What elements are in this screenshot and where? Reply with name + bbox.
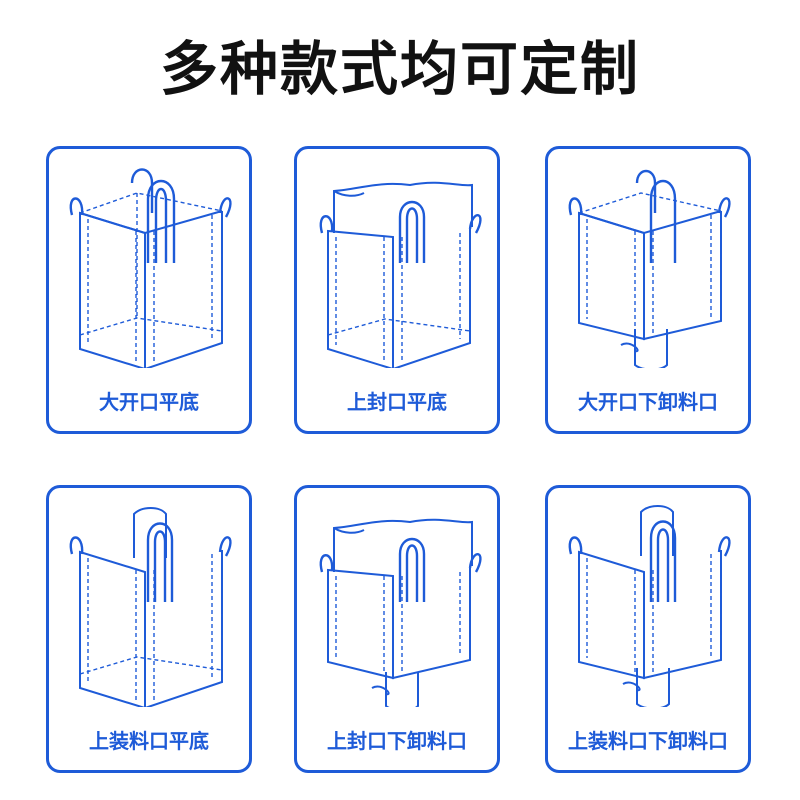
style-card: 上装料口平底 <box>46 485 252 773</box>
style-card: 大开口下卸料口 <box>545 146 751 434</box>
ton-bag-sealed-top-discharge-spout-icon <box>319 518 482 707</box>
ton-bag-open-top-flat-bottom-icon <box>69 168 232 368</box>
card-label: 上封口平底 <box>347 390 447 414</box>
card-label: 大开口下卸料口 <box>578 390 718 414</box>
page-title: 多种款式均可定制 <box>159 35 640 103</box>
card-label: 上装料口下卸料口 <box>568 729 728 753</box>
card-label: 上装料口平底 <box>89 729 209 753</box>
ton-bag-sealed-top-flat-bottom-icon <box>319 181 482 368</box>
style-card: 上装料口下卸料口 <box>545 485 751 773</box>
card-label: 上封口下卸料口 <box>327 729 467 753</box>
style-card: 上封口平底 <box>294 146 500 434</box>
ton-bag-fill-spout-discharge-spout-icon <box>568 505 731 707</box>
card-label: 大开口平底 <box>99 390 199 414</box>
style-card: 大开口平底 <box>46 146 252 434</box>
style-card: 上封口下卸料口 <box>294 485 500 773</box>
ton-bag-fill-spout-flat-bottom-icon <box>69 507 232 707</box>
ton-bag-open-top-discharge-spout-icon <box>568 169 731 368</box>
